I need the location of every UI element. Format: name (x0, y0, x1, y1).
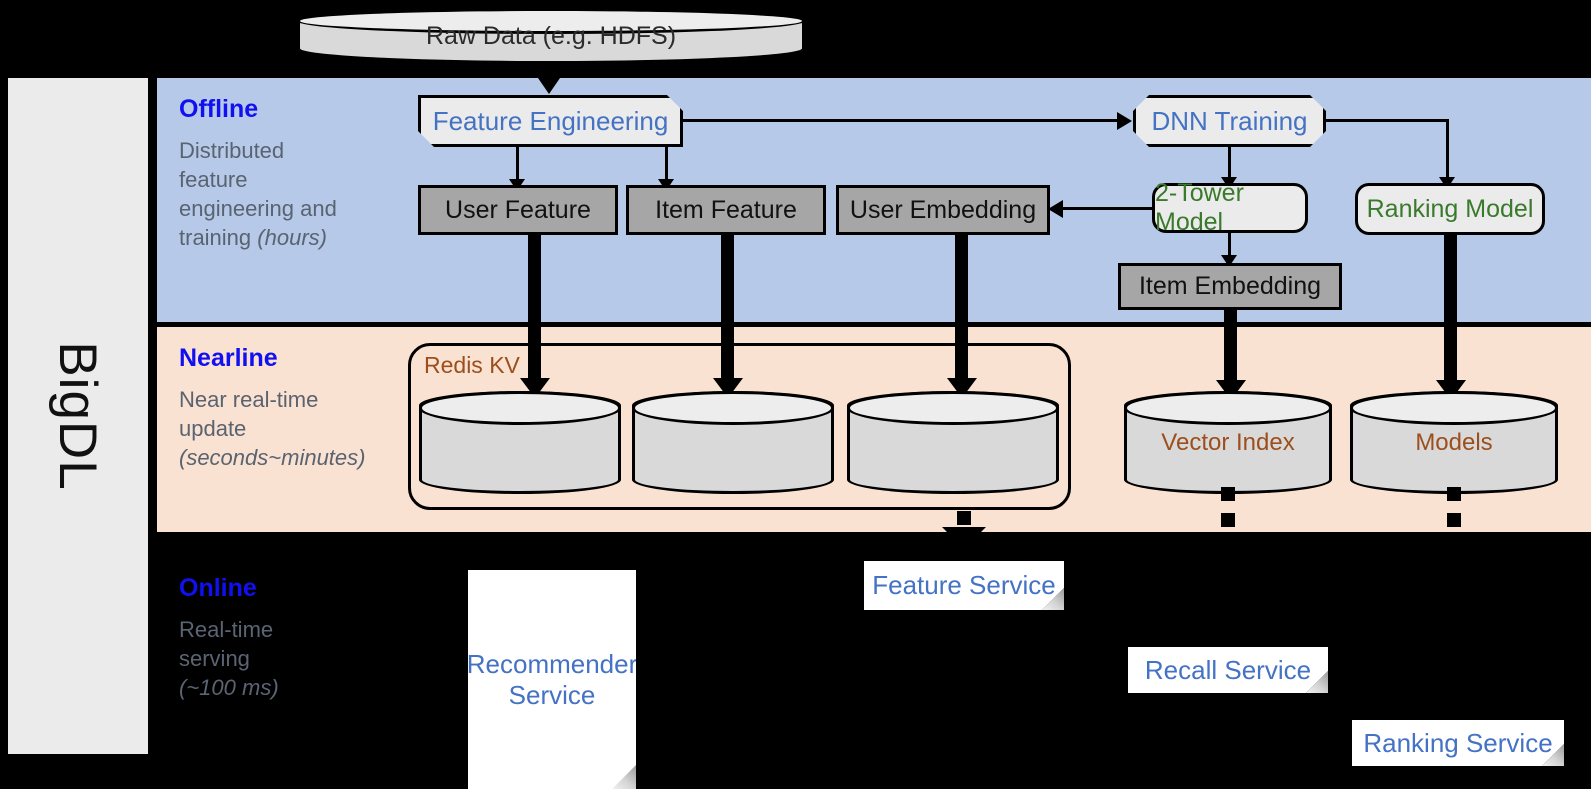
node-user-feature[interactable]: User Feature (418, 185, 618, 235)
edge-itemembedding-to-vectorindex (1224, 310, 1237, 385)
redis-cylinder-user-embedding-cap (847, 391, 1059, 425)
edge-dnn-to-twotower (1228, 147, 1231, 181)
offline-desc-italic: (hours) (257, 224, 327, 250)
cylinder-vector-index[interactable]: Vector Index (1124, 391, 1332, 494)
node-dnn-training[interactable]: DNN Training (1133, 95, 1326, 147)
online-desc-l1: Real-time (179, 616, 274, 642)
edge-models-to-ranking-seg1 (1447, 487, 1461, 501)
edge-redis-to-featureservice-seg1 (957, 511, 971, 525)
edge-fe-to-itemfeature (665, 147, 668, 183)
cylinder-models-label: Models (1415, 428, 1493, 456)
node-ranking-model[interactable]: Ranking Model (1355, 183, 1545, 235)
node-item-feature-label: Item Feature (655, 195, 797, 224)
node-user-feature-label: User Feature (445, 195, 591, 224)
node-item-embedding-label: Item Embedding (1138, 272, 1322, 300)
online-band-header: Online Real-time serving (~100 ms) (179, 574, 279, 702)
redis-cylinder-user-feature-cap (419, 391, 621, 425)
redis-kv-group (408, 343, 1071, 510)
redis-cylinder-item-feature[interactable] (632, 391, 834, 494)
raw-data-cylinder: Raw Data (e.g. HDFS) (297, 8, 805, 64)
node-ranking-service-label: Ranking Service (1363, 727, 1553, 758)
edge-dnn-to-ranking-h (1326, 119, 1449, 122)
edge-twotower-to-userembedding-arrowhead (1048, 200, 1063, 218)
edge-rankingmodel-to-models (1444, 235, 1457, 385)
offline-desc-l3: engineering and (179, 195, 337, 221)
offline-desc-l2: feature (179, 166, 248, 192)
edge-twotower-to-itememb (1228, 233, 1231, 259)
cylinder-models-cap (1350, 391, 1558, 425)
node-recommender-service[interactable]: Recommender Service (468, 570, 636, 789)
edge-userfeature-to-redis1 (528, 235, 541, 383)
edge-twotower-to-userembedding (1063, 207, 1155, 210)
edge-fe-to-dnn (683, 119, 1117, 122)
node-ranking-service[interactable]: Ranking Service (1352, 720, 1564, 766)
nearline-desc-l1: Near real-time (179, 386, 319, 412)
cylinder-vector-index-cap (1124, 391, 1332, 425)
nearline-desc-italic: (seconds~minutes) (179, 444, 366, 470)
redis-cylinder-user-embedding[interactable] (847, 391, 1059, 494)
redis-kv-label: Redis KV (424, 352, 520, 378)
node-recommender-service-label-line1: Recommender (466, 648, 638, 679)
node-recommender-service-label-line2: Service (508, 679, 596, 710)
node-item-feature[interactable]: Item Feature (626, 185, 826, 235)
edge-models-to-ranking-seg2 (1447, 513, 1461, 527)
online-title: Online (179, 574, 257, 602)
edge-fe-to-dnn-arrowhead (1117, 112, 1132, 130)
node-feature-service[interactable]: Feature Service (864, 561, 1064, 610)
node-ranking-model-label: Ranking Model (1366, 194, 1534, 223)
edge-dnn-to-ranking-v (1446, 119, 1449, 181)
nearline-description: Near real-time update (seconds~minutes) (179, 385, 365, 472)
edge-userembedding-to-redis3 (955, 235, 968, 383)
bigdl-framework-rail: BigDL (8, 78, 148, 754)
offline-band-header: Offline Distributed feature engineering … (179, 95, 337, 252)
edge-rawdata-to-fe-arrowhead (538, 78, 560, 94)
offline-title: Offline (179, 95, 259, 123)
offline-desc-l1: Distributed (179, 137, 285, 163)
online-description: Real-time serving (~100 ms) (179, 615, 279, 702)
edge-vectorindex-to-recall-seg1 (1221, 487, 1235, 501)
redis-cylinder-item-feature-cap (632, 391, 834, 425)
edge-rawdata-to-fe (549, 62, 554, 82)
node-two-tower-model[interactable]: 2-Tower Model (1152, 179, 1308, 236)
cylinder-models[interactable]: Models (1350, 391, 1558, 494)
edge-vectorindex-to-recall-seg2 (1221, 513, 1235, 527)
cylinder-vector-index-label: Vector Index (1161, 428, 1295, 456)
node-item-embedding[interactable]: Item Embedding (1118, 263, 1342, 310)
edge-redis-to-featureservice-arrowhead (942, 527, 986, 549)
node-feature-service-label: Feature Service (872, 570, 1056, 601)
redis-cylinder-user-feature[interactable] (419, 391, 621, 494)
raw-data-cylinder-cap (297, 8, 805, 34)
node-two-tower-model-label: 2-Tower Model (1155, 179, 1244, 236)
nearline-desc-l2: update (179, 415, 247, 441)
raw-data-label: Raw Data (e.g. HDFS) (425, 21, 677, 50)
node-user-embedding-label: User Embedding (849, 195, 1037, 224)
node-feature-engineering-label: Feature Engineering (432, 105, 669, 136)
nearline-band-header: Nearline Near real-time update (seconds~… (179, 344, 365, 472)
node-dnn-training-label: DNN Training (1151, 105, 1308, 136)
node-user-embedding[interactable]: User Embedding (836, 185, 1050, 235)
node-recall-service[interactable]: Recall Service (1128, 647, 1328, 693)
edge-itemfeature-to-redis2 (721, 235, 734, 383)
nearline-title: Nearline (179, 344, 278, 372)
offline-description: Distributed feature engineering and trai… (179, 136, 337, 252)
node-feature-engineering[interactable]: Feature Engineering (418, 95, 683, 147)
node-recall-service-label: Recall Service (1144, 654, 1312, 685)
offline-desc-l4: training (179, 224, 258, 250)
offline-band: Offline Distributed feature engineering … (157, 78, 1591, 322)
online-desc-l2: serving (179, 645, 250, 671)
online-desc-italic: (~100 ms) (179, 674, 279, 700)
edge-fe-to-userfeature (516, 147, 519, 183)
